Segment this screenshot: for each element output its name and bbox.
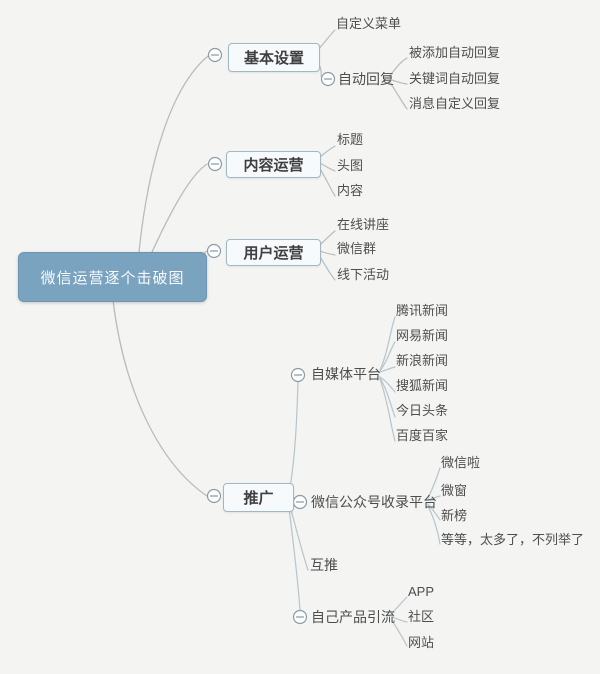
- node-content[interactable]: 内容: [337, 183, 364, 198]
- node-sina-news[interactable]: 新浪新闻: [396, 353, 449, 368]
- node-weichuang[interactable]: 微窗: [441, 483, 468, 498]
- node-custom-menu[interactable]: 自定义菜单: [336, 16, 402, 31]
- collapse-icon-promotion[interactable]: [206, 488, 222, 504]
- node-keyword-auto-reply[interactable]: 关键词自动回复: [409, 71, 501, 86]
- node-website[interactable]: 网站: [408, 635, 435, 650]
- node-wechat-directory-platform[interactable]: 微信公众号收录平台: [311, 494, 437, 510]
- collapse-icon-user-operation[interactable]: [206, 243, 222, 259]
- node-promotion[interactable]: 推广: [223, 483, 294, 512]
- collapse-icons: [206, 47, 336, 625]
- node-own-product-traffic[interactable]: 自己产品引流: [311, 609, 395, 625]
- collapse-icon-auto-reply[interactable]: [320, 71, 336, 87]
- node-auto-reply[interactable]: 自动回复: [338, 71, 394, 87]
- user-operation-curves: [319, 230, 336, 281]
- node-online-lecture[interactable]: 在线讲座: [337, 217, 390, 232]
- node-added-auto-reply[interactable]: 被添加自动回复: [409, 45, 501, 60]
- node-etc-more[interactable]: 等等，太多了，不列举了: [441, 532, 585, 547]
- node-netease-news[interactable]: 网易新闻: [396, 328, 449, 343]
- content-operation-curves: [319, 145, 336, 197]
- node-toutiao[interactable]: 今日头条: [396, 403, 449, 418]
- node-header-image[interactable]: 头图: [337, 158, 364, 173]
- node-sohu-news[interactable]: 搜狐新闻: [396, 378, 449, 393]
- root-branch-curves: [112, 55, 209, 497]
- node-message-custom-reply[interactable]: 消息自定义回复: [409, 96, 501, 111]
- node-offline-activity[interactable]: 线下活动: [337, 267, 390, 282]
- collapse-icon-wechat-directory[interactable]: [292, 494, 308, 510]
- collapse-icon-basic-settings[interactable]: [207, 47, 223, 63]
- collapse-icon-self-media[interactable]: [290, 367, 306, 383]
- node-wechat-group[interactable]: 微信群: [337, 241, 377, 256]
- node-self-media-platform[interactable]: 自媒体平台: [311, 366, 381, 382]
- node-app[interactable]: APP: [408, 584, 435, 599]
- node-xinbang[interactable]: 新榜: [441, 508, 468, 523]
- collapse-icon-content-operation[interactable]: [207, 156, 223, 172]
- node-mutual-push[interactable]: 互推: [310, 557, 338, 573]
- node-title[interactable]: 标题: [337, 132, 364, 147]
- node-tencent-news[interactable]: 腾讯新闻: [396, 303, 449, 318]
- root-node[interactable]: 微信运营逐个击破图: [18, 252, 207, 302]
- node-basic-settings[interactable]: 基本设置: [228, 43, 320, 72]
- node-community[interactable]: 社区: [408, 609, 435, 624]
- node-weixinla[interactable]: 微信啦: [441, 455, 481, 470]
- node-content-operation[interactable]: 内容运营: [226, 151, 321, 178]
- node-user-operation[interactable]: 用户运营: [226, 239, 321, 266]
- promotion-curves: [288, 316, 441, 647]
- node-baidu-baijia[interactable]: 百度百家: [396, 428, 449, 443]
- collapse-icon-own-product[interactable]: [292, 609, 308, 625]
